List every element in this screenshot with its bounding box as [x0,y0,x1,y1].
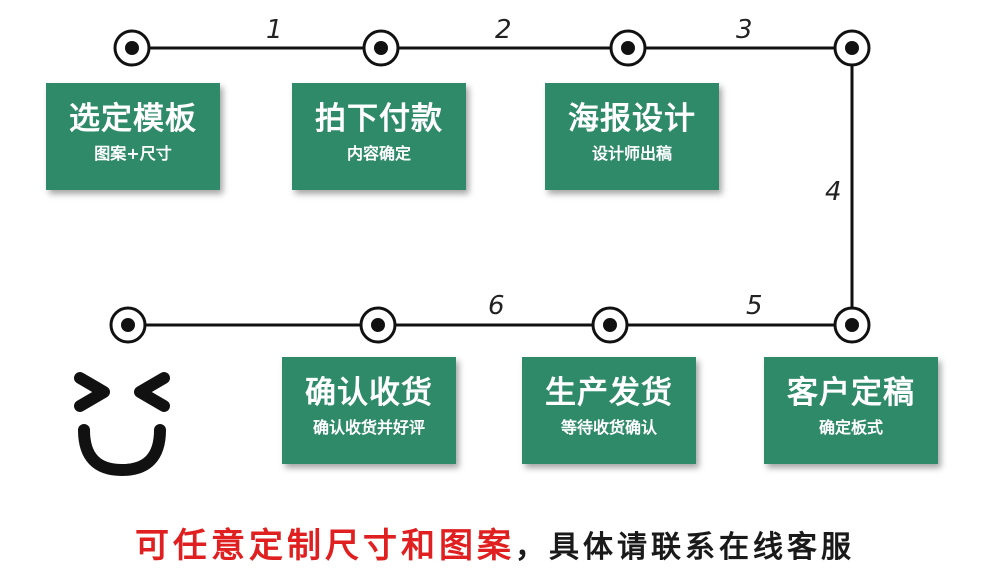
step-subtitle: 等待收货确认 [560,418,657,437]
step-subtitle: 设计师出稿 [591,144,672,163]
step-title: 客户定稿 [787,375,915,411]
step-subtitle: 确认收货并好评 [312,418,425,437]
flow-node [113,29,151,67]
flow-node [109,306,147,344]
step-number-2: 2 [495,15,512,45]
step-title: 海报设计 [568,101,696,137]
step-title: 生产发货 [545,375,673,411]
step-title: 选定模板 [69,101,197,137]
flow-node [833,306,871,344]
step-subtitle: 图案+尺寸 [94,144,172,163]
step-box-production-shipping: 生产发货 等待收货确认 [522,357,696,464]
footer-contact-text: ，具体请联系在线客服 [515,530,855,565]
step-number-3: 3 [736,15,753,45]
flow-node [359,306,397,344]
footer-highlight-text: 可任意定制尺寸和图案 [135,526,515,566]
step-box-payment: 拍下付款 内容确定 [292,83,466,190]
smiley-face-icon [74,372,170,476]
step-number-5: 5 [746,291,763,321]
step-box-select-template: 选定模板 图案+尺寸 [46,83,220,190]
flow-node [591,306,629,344]
flow-node [362,29,400,67]
step-subtitle: 确定板式 [818,418,883,437]
step-subtitle: 内容确定 [346,144,411,163]
step-number-1: 1 [266,15,283,45]
step-box-poster-design: 海报设计 设计师出稿 [545,83,719,190]
flow-node [609,29,647,67]
step-number-4: 4 [825,177,842,207]
flow-node [833,29,871,67]
footer-caption: 可任意定制尺寸和图案，具体请联系在线客服 [0,518,990,567]
step-box-confirm-receipt: 确认收货 确认收货并好评 [282,357,456,464]
step-number-6: 6 [488,291,505,321]
flow-connector-top [132,46,854,325]
step-title: 确认收货 [305,375,433,411]
step-title: 拍下付款 [315,101,443,137]
step-box-customer-approval: 客户定稿 确定板式 [764,357,938,464]
